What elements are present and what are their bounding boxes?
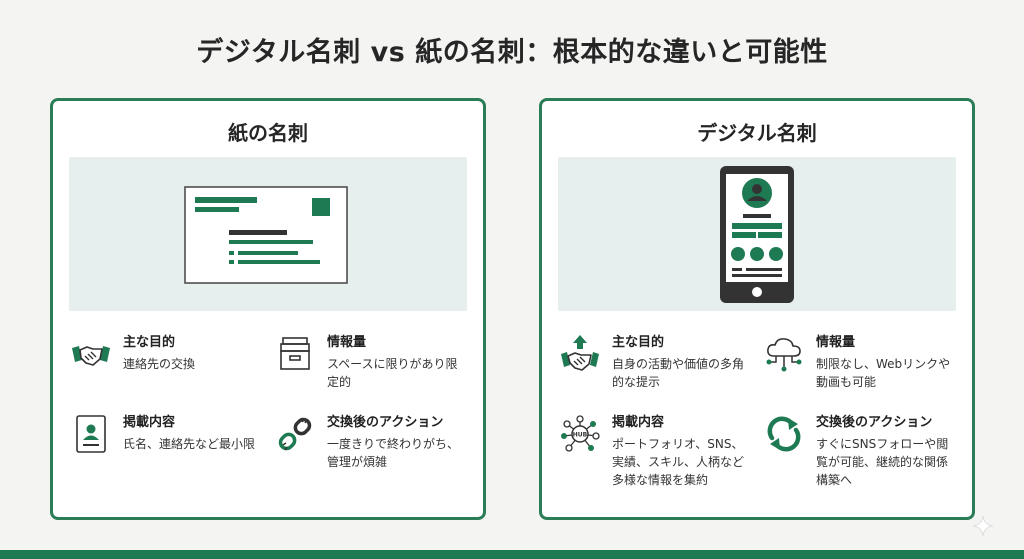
page-title: デジタル名刺 vs 紙の名刺：根本的な違いと可能性 [196,37,828,68]
sparkle-icon [972,515,994,537]
paper-info-heading: 情報量 [327,335,367,350]
digital-purpose-heading: 主な目的 [612,335,665,350]
paper-content-text: 氏名、連絡先など最小限 [123,437,256,451]
smartphone-image [720,166,794,303]
digital-action-text: すぐにSNSフォローや閲覧が可能、継続的な関係構築へ [816,437,949,487]
digital-card-illustration [558,157,956,311]
paper-purpose-heading: 主な目的 [123,335,176,350]
business-card-image [184,186,348,284]
sync-icon [767,416,801,452]
cloud-network-icon [766,338,802,372]
hub-icon: HUB [561,415,600,452]
paper-card-illustration [69,157,467,311]
digital-info-heading: 情報量 [816,335,856,350]
hub-label: HUB [573,432,588,439]
digital-card: デジタル名刺 主な目的 [539,98,975,520]
digital-purpose-text: 自身の活動や価値の多角的な提示 [612,357,745,389]
paper-action-text: 一度きりで終わりがち、管理が煩雑 [327,437,460,469]
paper-content-heading: 掲載内容 [123,415,176,430]
broken-link-icon [278,417,312,451]
bottom-accent-bar [0,550,1024,559]
handshake-icon [72,346,110,366]
handshake-arrow-icon [561,335,599,371]
paper-card: 紙の名刺 主な目的 連絡先の交換 [50,98,486,520]
digital-content-text: ポートフォリオ、SNS、実績、スキル、人柄など多様な情報を集約 [612,437,745,487]
digital-content-heading: 掲載内容 [612,415,665,430]
digital-info-text: 制限なし、Webリンクや動画も可能 [816,357,951,389]
digital-card-title: デジタル名刺 [697,121,817,145]
paper-info-text: スペースに限りがあり限定的 [327,357,458,389]
id-card-icon [76,415,106,453]
paper-action-heading: 交換後のアクション [327,415,444,430]
paper-purpose-text: 連絡先の交換 [123,357,196,371]
paper-card-title: 紙の名刺 [228,121,308,145]
archive-box-icon [280,337,310,370]
digital-action-heading: 交換後のアクション [816,415,933,430]
